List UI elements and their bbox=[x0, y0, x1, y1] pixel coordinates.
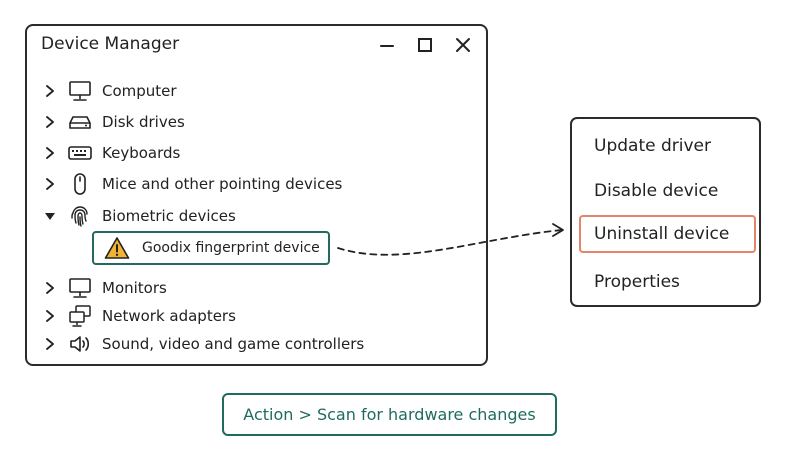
menu-item-disable-device[interactable]: Disable device bbox=[594, 181, 719, 201]
speaker-icon bbox=[67, 333, 93, 355]
chevron-right-icon[interactable] bbox=[41, 175, 59, 193]
close-icon bbox=[456, 38, 470, 52]
menu-item-uninstall-device[interactable]: Uninstall device bbox=[579, 215, 756, 253]
chevron-right-icon[interactable] bbox=[41, 307, 59, 325]
disk-drive-icon bbox=[67, 111, 93, 133]
keyboard-icon bbox=[67, 142, 93, 164]
tree-item-disk-drives[interactable]: Disk drives bbox=[41, 110, 185, 134]
tree-item-label: Sound, video and game controllers bbox=[102, 335, 365, 353]
tree-item-keyboards[interactable]: Keyboards bbox=[41, 141, 180, 165]
tree-item-label: Monitors bbox=[102, 279, 167, 297]
window-title: Device Manager bbox=[41, 34, 180, 54]
context-menu: Update driver Disable device Uninstall d… bbox=[570, 117, 761, 307]
tree-item-computer[interactable]: Computer bbox=[41, 79, 177, 103]
tree-item-network-adapters[interactable]: Network adapters bbox=[41, 304, 236, 328]
tree-item-mice[interactable]: Mice and other pointing devices bbox=[41, 172, 342, 196]
maximize-button[interactable] bbox=[412, 32, 438, 58]
tree-item-biometric-devices[interactable]: Biometric devices bbox=[41, 204, 236, 228]
menu-item-properties[interactable]: Properties bbox=[594, 272, 680, 292]
minimize-button[interactable] bbox=[374, 32, 400, 58]
menu-item-update-driver[interactable]: Update driver bbox=[594, 136, 711, 156]
tree-item-label: Computer bbox=[102, 82, 177, 100]
computer-icon bbox=[67, 80, 93, 102]
chevron-right-icon[interactable] bbox=[41, 113, 59, 131]
selected-device-label: Goodix fingerprint device bbox=[142, 240, 320, 256]
minimize-icon bbox=[380, 45, 394, 47]
chevron-right-icon[interactable] bbox=[41, 144, 59, 162]
maximize-icon bbox=[418, 38, 432, 52]
tree-item-sound-video-game[interactable]: Sound, video and game controllers bbox=[41, 332, 364, 356]
title-bar: Device Manager bbox=[27, 26, 486, 64]
chevron-down-icon[interactable] bbox=[41, 207, 59, 225]
action-hint: Action > Scan for hardware changes bbox=[222, 393, 557, 436]
chevron-right-icon[interactable] bbox=[41, 279, 59, 297]
tree-item-label: Disk drives bbox=[102, 113, 185, 131]
tree-item-label: Mice and other pointing devices bbox=[102, 175, 343, 193]
monitor-icon bbox=[67, 277, 93, 299]
mouse-icon bbox=[67, 173, 93, 195]
chevron-right-icon[interactable] bbox=[41, 82, 59, 100]
tree-item-monitors[interactable]: Monitors bbox=[41, 276, 167, 300]
warning-icon bbox=[104, 237, 130, 259]
fingerprint-icon bbox=[67, 205, 93, 227]
network-adapter-icon bbox=[67, 305, 93, 327]
device-manager-window: Device Manager Computer Disk drives Keyb… bbox=[25, 24, 488, 366]
close-button[interactable] bbox=[450, 32, 476, 58]
tree-item-label: Keyboards bbox=[102, 144, 181, 162]
selected-device-goodix[interactable]: Goodix fingerprint device bbox=[92, 231, 330, 265]
tree-item-label: Network adapters bbox=[102, 307, 236, 325]
chevron-right-icon[interactable] bbox=[41, 335, 59, 353]
tree-item-label: Biometric devices bbox=[102, 207, 236, 225]
action-hint-text: Action > Scan for hardware changes bbox=[243, 405, 536, 424]
